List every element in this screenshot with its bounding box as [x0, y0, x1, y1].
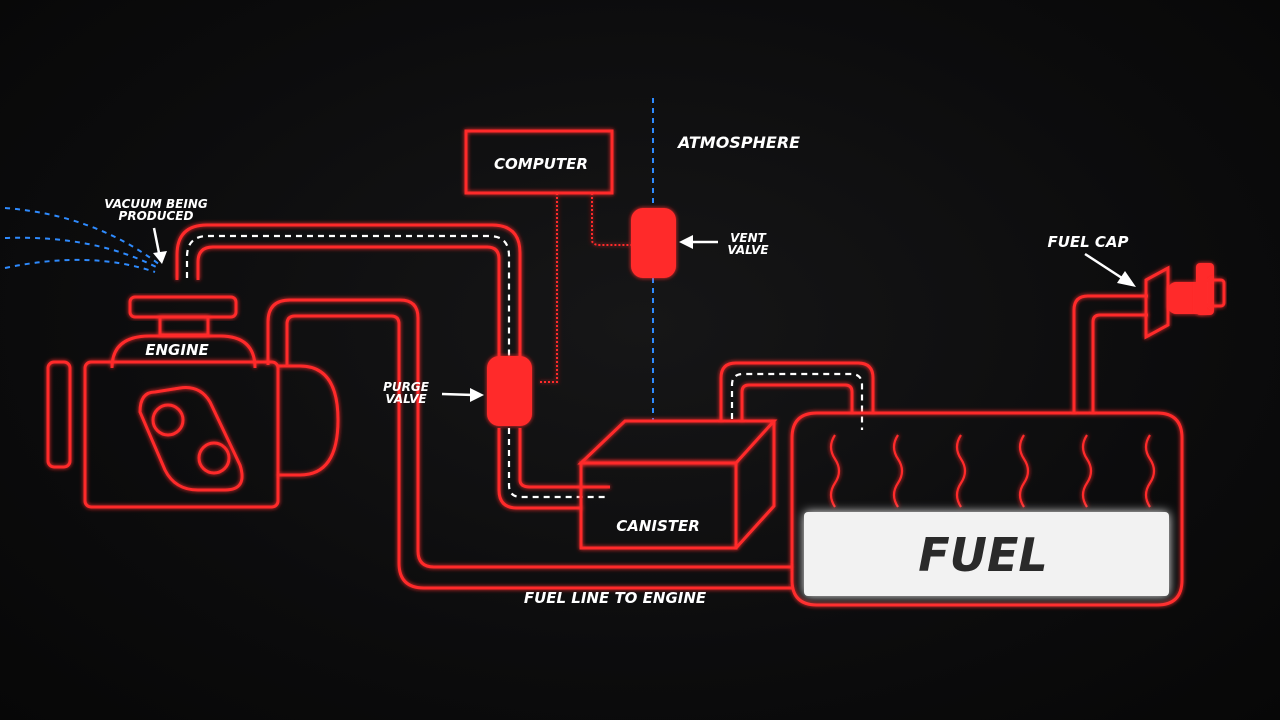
computer-box — [464, 129, 614, 195]
fuel-vapor-waves — [829, 434, 1156, 508]
vacuum-pipe — [175, 223, 610, 510]
purge-valve — [487, 356, 532, 426]
vacuum-label-line2: PRODUCED — [119, 209, 194, 223]
vacuum-label-line1: VACUUM BEING — [104, 197, 208, 211]
fuel-line-label: FUEL LINE TO ENGINE — [524, 589, 707, 607]
vent-valve — [631, 208, 676, 278]
purge-arrow — [441, 388, 484, 402]
purge-valve-label-line2: VALVE — [385, 392, 427, 406]
computer-wires — [540, 193, 632, 383]
vacuum-flow-lines — [4, 207, 161, 273]
purge-valve-label-line1: PURGE — [383, 380, 430, 394]
canister-box — [577, 419, 778, 550]
engine-block — [46, 295, 340, 509]
fuel-label: FUEL — [918, 528, 1048, 582]
engine-label: ENGINE — [145, 341, 209, 359]
tank-vapor-pipe — [719, 361, 875, 430]
fuel-cap — [1144, 263, 1226, 340]
fuel-line — [266, 298, 792, 590]
vent-valve-label-line2: VALVE — [727, 243, 769, 257]
vent-valve-label-line1: VENT — [730, 231, 767, 245]
vacuum-arrow — [152, 227, 167, 264]
vent-arrow — [679, 235, 718, 249]
fuel-liquid — [804, 512, 1169, 596]
fuel-tank — [790, 411, 1184, 607]
filler-neck — [1072, 294, 1148, 413]
fuel-cap-label: FUEL CAP — [1047, 233, 1128, 251]
canister-label: CANISTER — [616, 517, 700, 535]
computer-label: COMPUTER — [494, 155, 588, 173]
atmosphere-label: ATMOSPHERE — [676, 133, 800, 152]
fuel-cap-arrow — [1084, 252, 1136, 287]
